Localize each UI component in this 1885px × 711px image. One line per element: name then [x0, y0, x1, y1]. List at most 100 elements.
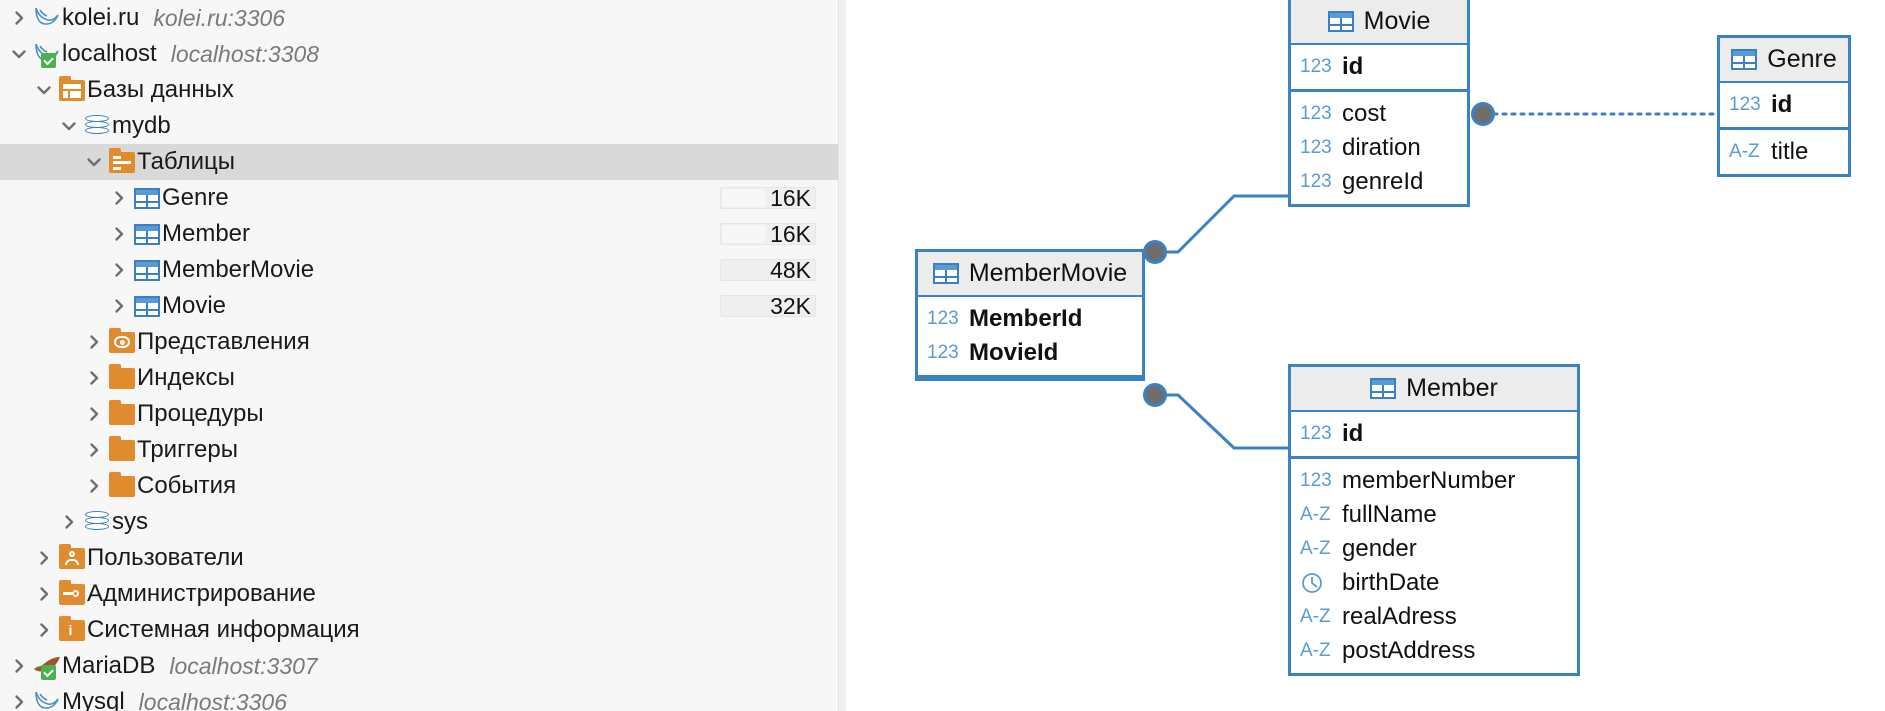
chevron-right-icon[interactable] [6, 684, 32, 711]
mysql-dolphin-connected-icon [32, 41, 62, 68]
connector-endpoint-membermovie-bottom[interactable] [1143, 383, 1167, 407]
text-type-icon: A-Z [1300, 640, 1331, 661]
chevron-right-icon[interactable] [56, 504, 82, 540]
chevron-right-icon[interactable] [106, 252, 132, 288]
tree-item-представления[interactable]: Представления [0, 324, 838, 360]
table-size-indicator: 48K [720, 257, 816, 283]
chevron-down-icon[interactable] [81, 144, 107, 180]
chevron-right-icon[interactable] [81, 360, 107, 396]
tree-item-события[interactable]: События [0, 468, 838, 504]
connector-endpoint-movie-right[interactable] [1471, 102, 1495, 126]
table-size-indicator: 16K [720, 223, 816, 246]
chevron-right-icon[interactable] [106, 216, 132, 252]
entity-field-name: title [1771, 138, 1809, 165]
chevron-right-icon[interactable] [106, 288, 132, 324]
tree-item-индексы[interactable]: Индексы [0, 360, 838, 396]
table-icon [134, 295, 160, 317]
database-icon [85, 115, 109, 137]
tree-item-администрирование[interactable]: Администрирование [0, 576, 838, 612]
tree-item-icon [107, 468, 137, 504]
entity-header[interactable]: MemberMovie [918, 252, 1142, 297]
tree-item-базы-данных[interactable]: Базы данных [0, 72, 838, 108]
tree-item-процедуры[interactable]: Процедуры [0, 396, 838, 432]
system-info-folder-icon: i [59, 615, 85, 641]
connected-check-icon [41, 665, 56, 680]
chevron-right-icon[interactable] [81, 468, 107, 504]
tree-item-триггеры[interactable]: Триггеры [0, 432, 838, 468]
tree-item-label: События [137, 472, 237, 499]
entity-header[interactable]: Member [1291, 367, 1577, 412]
table-size-label: 48K [770, 257, 811, 283]
entity-title: Genre [1767, 45, 1837, 73]
connector-endpoint-membermovie-top[interactable] [1143, 240, 1167, 264]
tree-item-пользователи[interactable]: Пользователи [0, 540, 838, 576]
chevron-right-icon[interactable] [6, 0, 32, 36]
mariadb-seal-connected-icon [32, 653, 62, 680]
entity-field-name: MemberId [969, 305, 1083, 332]
chevron-down-icon[interactable] [6, 36, 32, 72]
tree-item-label: Индексы [137, 364, 235, 391]
chevron-right-icon[interactable] [81, 324, 107, 360]
tree-item-mydb[interactable]: mydb [0, 108, 838, 144]
entity-field-name: id [1342, 53, 1364, 80]
chevron-down-icon[interactable] [56, 108, 82, 144]
users-folder-icon [59, 543, 85, 569]
tree-item-icon [107, 144, 137, 180]
tree-item-icon [107, 360, 137, 396]
chevron-right-icon[interactable] [81, 432, 107, 468]
numeric-type-icon: 123 [1729, 94, 1761, 115]
tree-item-label: Пользователи [87, 544, 244, 571]
chevron-down-icon[interactable] [31, 72, 57, 108]
entity-header[interactable]: Movie [1291, 0, 1467, 45]
chevron-right-icon[interactable] [106, 180, 132, 216]
entity-title: Member [1406, 374, 1498, 402]
chevron-right-icon[interactable] [6, 648, 32, 684]
chevron-right-icon[interactable] [81, 396, 107, 432]
tree-item-sys[interactable]: sys [0, 504, 838, 540]
chevron-right-icon[interactable] [31, 540, 57, 576]
table-icon [932, 263, 959, 284]
entity-title: Movie [1363, 7, 1431, 35]
chevron-right-icon[interactable] [31, 576, 57, 612]
table-size-indicator: 32K [720, 295, 816, 318]
chevron-right-icon[interactable] [31, 612, 57, 648]
entity-field[interactable]: birthDate [1291, 566, 1577, 600]
entity-header[interactable]: Genre [1720, 38, 1848, 83]
administration-folder-icon [59, 579, 85, 605]
entity-field-name: gender [1342, 535, 1417, 562]
entity-field-name: MovieId [969, 339, 1059, 366]
tree-item-таблицы[interactable]: Таблицы [0, 144, 838, 180]
entity-field-name: diration [1342, 134, 1421, 161]
